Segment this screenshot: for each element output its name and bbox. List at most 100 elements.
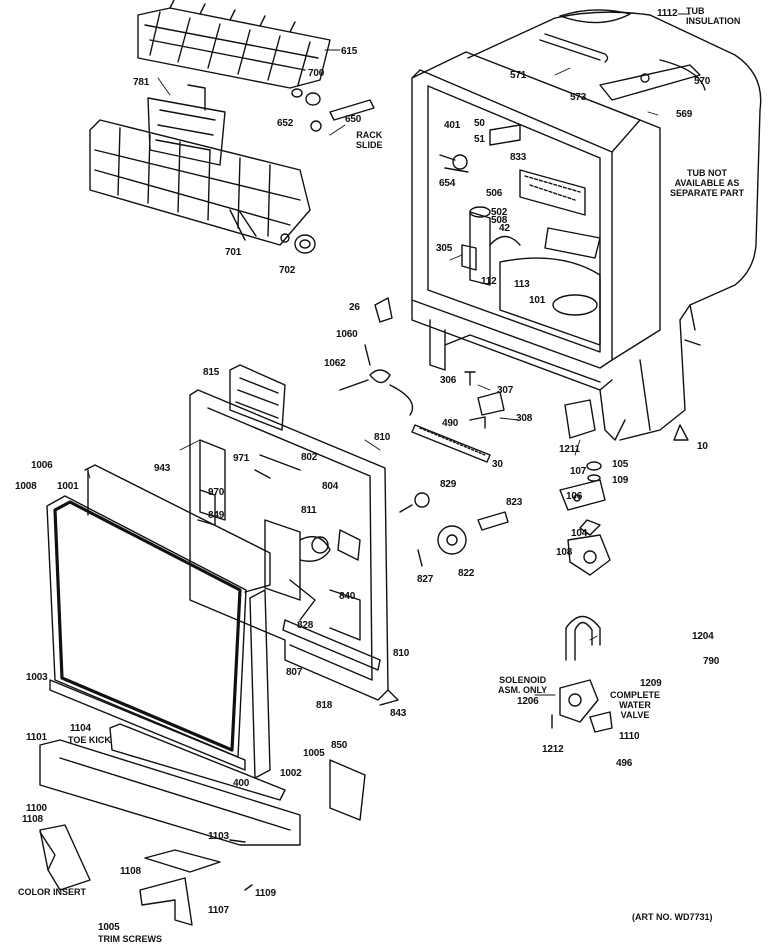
part-number-label: 849	[208, 510, 225, 521]
part-number-label: 1062	[324, 358, 346, 369]
part-number-label: 790	[703, 656, 720, 667]
part-number-label: 700	[308, 68, 325, 79]
part-number-label: 506	[486, 188, 503, 199]
part-number-label: 106	[566, 491, 583, 502]
part-number-label: 1107	[208, 905, 229, 916]
part-number-label: 105	[612, 459, 629, 470]
part-number-label: 401	[444, 120, 461, 131]
part-number-label: 811	[301, 505, 317, 516]
part-number-label: 650	[345, 114, 362, 125]
part-number-label: 652	[277, 118, 294, 129]
part-number-label: 107	[570, 466, 587, 477]
part-number-label: 30	[492, 459, 503, 470]
part-number-label: 104	[571, 528, 588, 539]
part-number-label: 843	[390, 708, 407, 719]
part-number-label: 829	[440, 479, 457, 490]
part-number-label: 108	[556, 547, 573, 558]
leader-lines	[87, 13, 691, 696]
part-number-label: 833	[510, 152, 527, 163]
part-number-label: 109	[612, 475, 629, 486]
part-number-label: 496	[616, 758, 633, 769]
part-number-label: 51	[474, 134, 485, 145]
part-number-label: 1002	[280, 768, 302, 779]
part-number-label: 112	[481, 276, 497, 287]
part-number-label: 1110	[619, 731, 640, 742]
part-number-label: 1209	[640, 678, 662, 689]
note-tub-not-available: TUB NOT AVAILABLE AS SEPARATE PART	[670, 168, 745, 198]
part-number-label: 827	[417, 574, 434, 585]
part-number-label: 654	[439, 178, 456, 189]
note-rack-slide: RACK SLIDE	[356, 130, 383, 150]
art-number: (ART NO. WD7731)	[632, 912, 713, 922]
part-number-label: 1008	[15, 481, 37, 492]
part-number-label: 42	[499, 223, 510, 234]
note-tub-insulation: TUB INSULATION	[686, 6, 741, 26]
mid-parts	[339, 297, 689, 576]
part-number-label: 1211	[559, 444, 580, 455]
part-number-label: 840	[339, 591, 356, 602]
part-number-label: 569	[676, 109, 693, 120]
part-number-label: 1104	[70, 723, 91, 734]
part-number-label: 400	[233, 778, 250, 789]
part-number-label: 571	[510, 70, 527, 81]
water-valve	[551, 615, 613, 733]
part-number-label: 490	[442, 418, 459, 429]
part-number-label: 615	[341, 46, 358, 57]
part-number-label: 1109	[255, 888, 276, 899]
part-number-label: 1101	[26, 732, 47, 743]
note-trim-screws: TRIM SCREWS	[98, 934, 162, 944]
part-number-label: 810	[374, 432, 391, 443]
part-number-label: 1206	[517, 696, 539, 707]
part-number-label: 970	[208, 487, 225, 498]
part-number-label: 50	[474, 118, 485, 129]
part-number-label: 822	[458, 568, 475, 579]
rack-hardware	[280, 88, 375, 254]
part-number-label: 573	[570, 92, 587, 103]
part-number-label: 701	[225, 247, 242, 258]
part-number-label: 502	[491, 207, 508, 218]
part-number-label: 810	[393, 648, 410, 659]
part-number-label: 1005	[303, 748, 325, 759]
tub-assembly	[411, 9, 762, 441]
part-number-label: 1108	[22, 814, 43, 825]
note-color-insert: COLOR INSERT	[18, 887, 87, 897]
part-number-label: 10	[697, 441, 708, 452]
part-number-label: 1212	[542, 744, 564, 755]
part-number-label: 1204	[692, 631, 714, 642]
note-solenoid: SOLENOID ASM. ONLY	[498, 675, 548, 695]
part-number-label: 823	[506, 497, 523, 508]
part-number-label: 508	[491, 215, 508, 226]
part-number-label: 781	[133, 77, 150, 88]
part-number-label: 804	[322, 481, 339, 492]
part-number-label: 702	[279, 265, 296, 276]
part-number-label: 1001	[57, 481, 79, 492]
outer-door-panel	[46, 464, 271, 779]
part-number-label: 1005	[98, 922, 120, 933]
part-number-label: 1100	[26, 803, 47, 814]
part-number-label: 943	[154, 463, 171, 474]
part-number-label: 1006	[31, 460, 53, 471]
note-complete-valve: COMPLETE WATER VALVE	[610, 690, 661, 720]
part-number-label: 828	[297, 620, 314, 631]
part-number-label: 1112	[657, 8, 678, 19]
part-number-label: 971	[233, 453, 250, 464]
part-number-label: 306	[440, 375, 457, 386]
part-number-label: 307	[497, 385, 514, 396]
part-number-label: 1003	[26, 672, 48, 683]
part-number-label: 570	[694, 76, 711, 87]
part-number-label: 1103	[208, 831, 229, 842]
part-number-label: 1108	[120, 866, 141, 877]
inner-door	[189, 364, 399, 706]
part-number-label: 815	[203, 367, 220, 378]
part-number-label: 850	[331, 740, 348, 751]
note-toe-kick: TOE KICK	[68, 735, 111, 745]
part-number-label: 113	[514, 279, 530, 290]
part-number-label: 807	[286, 667, 303, 678]
part-number-label: 305	[436, 243, 453, 254]
upper-rack	[137, 0, 331, 89]
part-number-label: 1060	[336, 329, 358, 340]
lower-rack	[89, 84, 311, 246]
part-number-label: 802	[301, 452, 318, 463]
